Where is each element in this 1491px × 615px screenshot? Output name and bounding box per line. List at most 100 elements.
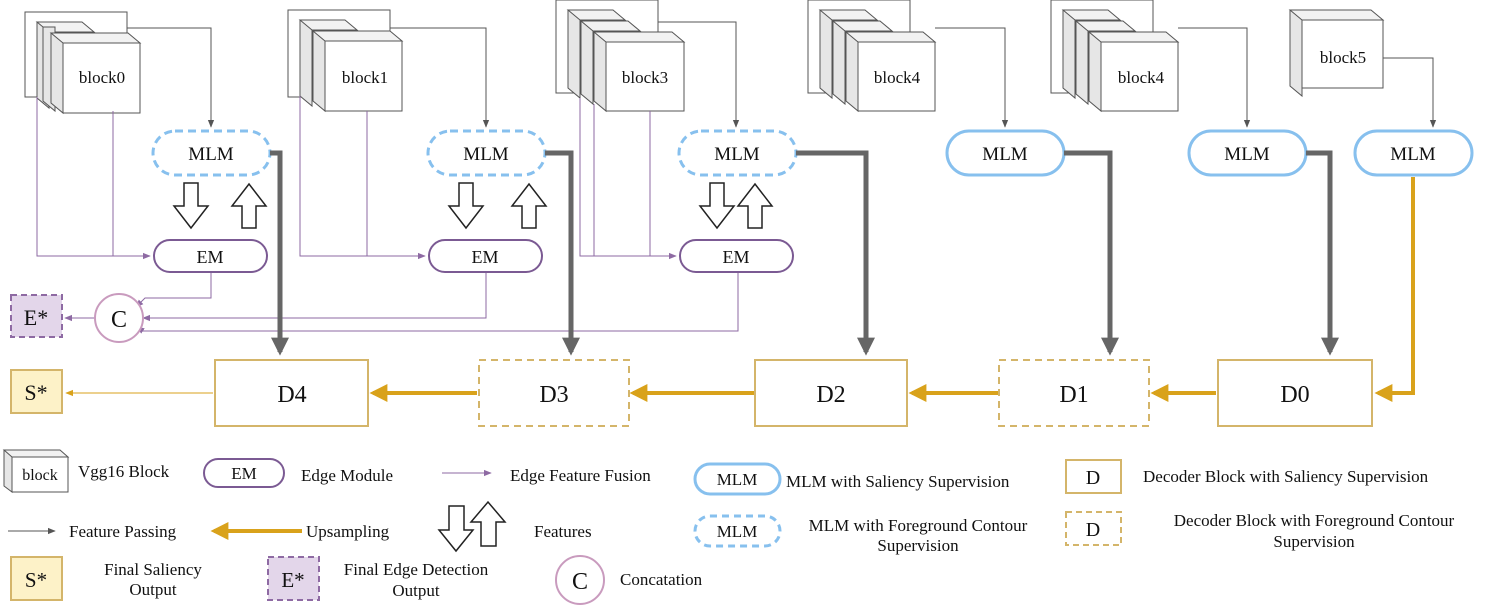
- mlm-label: MLM: [463, 144, 509, 165]
- saliency-output: S*: [10, 369, 63, 414]
- decoder-d1: D1: [998, 359, 1150, 427]
- mlm-module-4b: MLM: [1187, 129, 1308, 177]
- vgg-block-4b: block4: [1050, 0, 1180, 113]
- mlm-module-4a: MLM: [945, 129, 1066, 177]
- legend-upsampling: Upsampling: [210, 522, 390, 541]
- legend-concatation-label: Concatation: [620, 570, 703, 589]
- legend-c-sample: C: [572, 569, 588, 595]
- cube-icon: [1288, 9, 1385, 98]
- cube-icon: [818, 9, 937, 113]
- edge-output-label: E*: [24, 305, 48, 330]
- legend-d-sample: D: [1086, 467, 1100, 489]
- legend-edge-module: EM Edge Module: [203, 458, 393, 488]
- em-label: EM: [723, 247, 750, 267]
- legend-final-saliency-label-1: Final Saliency: [104, 560, 202, 579]
- concat-label: C: [111, 307, 127, 333]
- vgg-block-4a: block4: [807, 0, 937, 113]
- block-label: block0: [79, 68, 125, 87]
- hollow-up-arrow-icon: [736, 182, 774, 229]
- cube-icon: [1061, 9, 1180, 113]
- mlm-label: MLM: [188, 144, 234, 165]
- hollow-up-arrow-icon: [230, 182, 268, 229]
- cube-icon: [2, 449, 70, 493]
- legend-decoder-contour-label-1: Decoder Block with Foreground Contour: [1174, 511, 1455, 530]
- edge-module-0: EM: [153, 239, 268, 273]
- block-label: block1: [342, 68, 388, 87]
- hollow-up-arrow-icon: [469, 500, 507, 547]
- legend-mlm-saliency-label: MLM with Saliency Supervision: [786, 472, 1010, 491]
- legend: block Vgg16 Block EM Edge Module Edge Fe…: [2, 449, 1455, 605]
- decoder-label: D1: [1059, 382, 1088, 408]
- legend-mlm-contour-label-1: MLM with Foreground Contour: [809, 516, 1028, 535]
- edge-module-3: EM: [679, 239, 794, 273]
- legend-block-sample: block: [22, 467, 58, 484]
- hollow-down-arrow-icon: [447, 182, 485, 230]
- legend-mlm-contour-label-2: Supervision: [877, 536, 959, 555]
- decoder-d2: D2: [754, 359, 908, 427]
- mlm-module-5: MLM: [1353, 129, 1474, 177]
- legend-decoder-saliency-label: Decoder Block with Saliency Supervision: [1143, 467, 1429, 486]
- block-label: block5: [1320, 48, 1366, 67]
- decoder-label: D2: [816, 382, 845, 408]
- legend-mlm-contour: MLM MLM with Foreground Contour Supervis…: [693, 514, 1028, 555]
- cube-icon: [566, 9, 686, 113]
- legend-upsampling-label: Upsampling: [306, 522, 390, 541]
- mlm-label: MLM: [982, 144, 1028, 165]
- legend-features: Features: [437, 500, 592, 553]
- hollow-up-arrow-icon: [510, 182, 548, 229]
- mlm-module-1: MLM: [426, 129, 547, 177]
- mlm-label: MLM: [714, 144, 760, 165]
- concat-node: C: [94, 293, 144, 343]
- legend-final-edge: E* Final Edge Detection Output: [267, 556, 489, 601]
- mlm-label: MLM: [1390, 144, 1436, 165]
- decoder-d3: D3: [478, 359, 630, 427]
- legend-vgg-block: block Vgg16 Block: [2, 449, 170, 493]
- vgg-block-1: block1: [287, 9, 404, 113]
- legend-mlm-sample: MLM: [717, 522, 758, 541]
- mlm-module-0: MLM: [151, 129, 272, 177]
- legend-s-sample: S*: [25, 568, 47, 592]
- legend-decoder-contour-label-2: Supervision: [1273, 532, 1355, 551]
- legend-mlm-saliency: MLM MLM with Saliency Supervision: [693, 462, 1010, 496]
- block-label: block3: [622, 68, 668, 87]
- mlm-module-3: MLM: [677, 129, 798, 177]
- legend-em-sample: EM: [231, 464, 257, 483]
- legend-final-saliency-label-2: Output: [129, 580, 177, 599]
- upsampling-arrows: [369, 177, 1415, 402]
- mlm-label: MLM: [1224, 144, 1270, 165]
- em-label: EM: [197, 247, 224, 267]
- saliency-output-label: S*: [24, 380, 47, 405]
- edge-module-1: EM: [428, 239, 543, 273]
- hollow-down-arrow-icon: [437, 505, 475, 553]
- feature-passing-arrows: [127, 21, 1437, 128]
- edge-feature-lines: [36, 96, 739, 334]
- vgg-block-3: block3: [555, 0, 686, 113]
- legend-features-label: Features: [534, 522, 592, 541]
- edge-output: E*: [10, 294, 63, 338]
- legend-d-sample: D: [1086, 519, 1100, 541]
- legend-final-saliency: S* Final Saliency Output: [10, 556, 202, 601]
- cube-icon: [35, 21, 142, 115]
- decoder-d0: D0: [1217, 359, 1373, 427]
- hollow-down-arrow-icon: [698, 182, 736, 230]
- features-arrows: [172, 182, 774, 230]
- legend-feature-passing-label: Feature Passing: [69, 522, 177, 541]
- legend-vgg-block-label: Vgg16 Block: [78, 462, 170, 481]
- legend-edge-feature-fusion-label: Edge Feature Fusion: [510, 466, 651, 485]
- block-label: block4: [874, 68, 921, 87]
- legend-decoder-saliency: D Decoder Block with Saliency Supervisio…: [1065, 459, 1429, 494]
- legend-final-edge-label-2: Output: [392, 581, 440, 600]
- hollow-down-arrow-icon: [172, 182, 210, 230]
- legend-decoder-contour: D Decoder Block with Foreground Contour …: [1065, 511, 1455, 551]
- mlm-to-decoder-arrows: [270, 150, 1339, 356]
- legend-mlm-sample: MLM: [717, 470, 758, 489]
- legend-edge-module-label: Edge Module: [301, 466, 393, 485]
- block-label: block4: [1118, 68, 1165, 87]
- legend-e-sample: E*: [281, 568, 304, 592]
- legend-concatation: C Concatation: [555, 555, 703, 605]
- legend-final-edge-label-1: Final Edge Detection: [344, 560, 489, 579]
- decoder-label: D0: [1280, 382, 1309, 408]
- legend-edge-feature-fusion: Edge Feature Fusion: [442, 466, 651, 485]
- vgg-block-0: block0: [24, 11, 142, 115]
